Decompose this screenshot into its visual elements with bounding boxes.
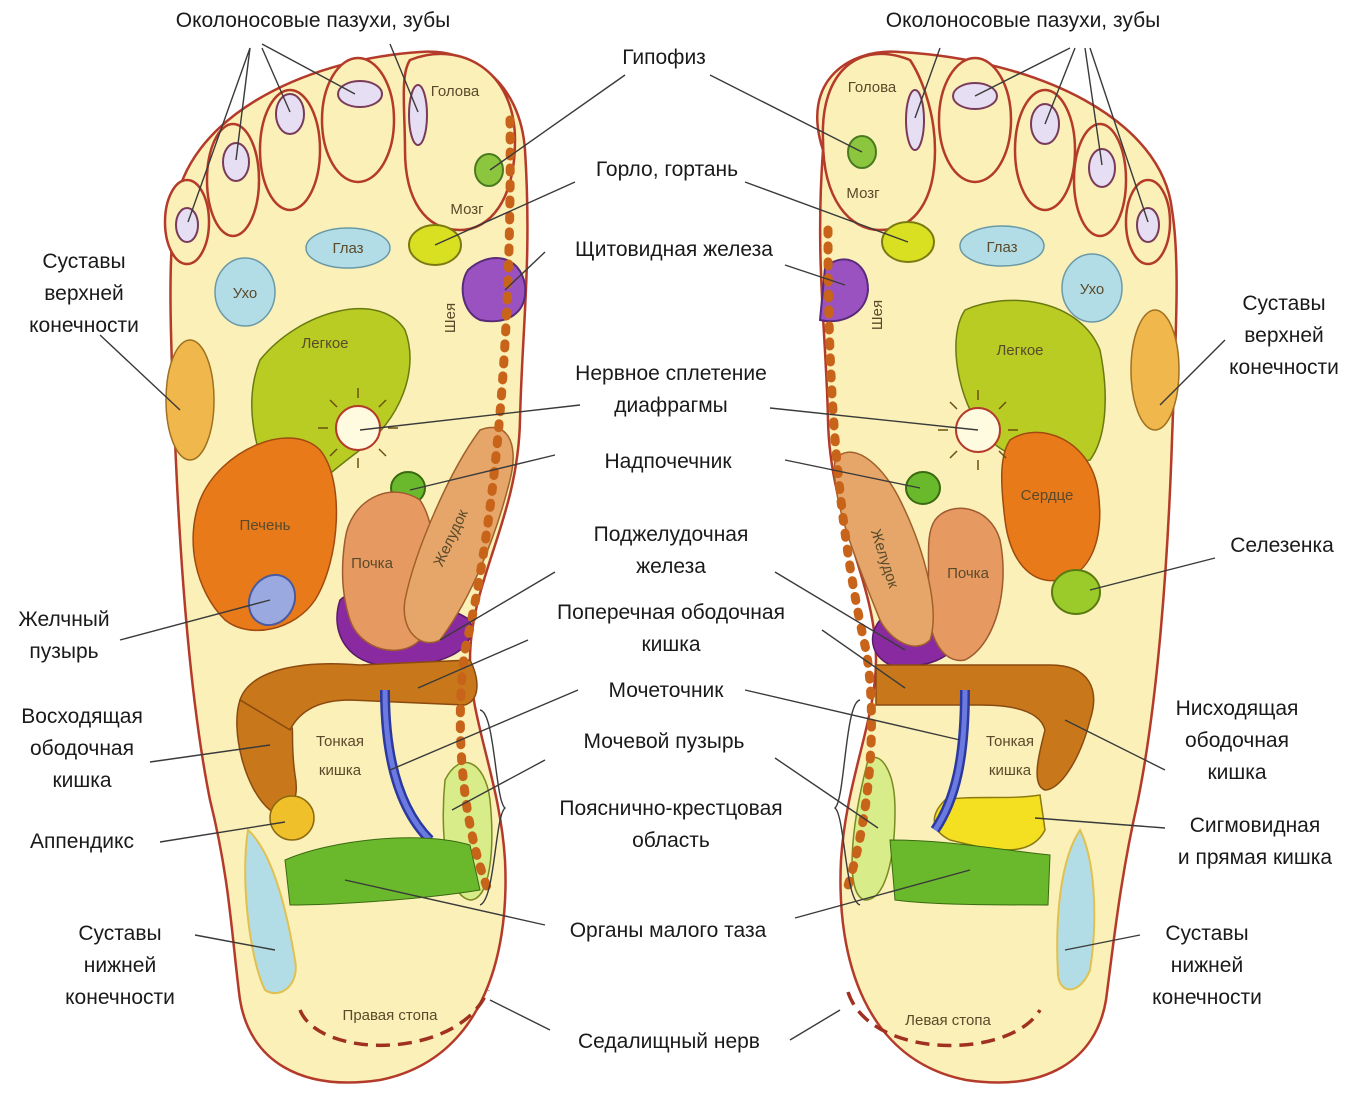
right-organ-brain: Мозг (450, 201, 484, 218)
left-organ-head: Голова (848, 79, 897, 96)
label-pelvic-organs: Органы малого таза (570, 919, 767, 942)
left-sinus-5 (1137, 208, 1159, 242)
left-organ-neck: Шея (869, 300, 886, 330)
right-foot: Голова Мозг Глаз Ухо Шея Легкое Печень П… (165, 52, 527, 1083)
label-pancreas-line2: железа (636, 555, 706, 578)
left-foot-caption: Левая стопа (905, 1012, 991, 1029)
label-transverse-line2: кишка (641, 633, 700, 656)
left-organ-lung: Легкое (996, 342, 1043, 359)
left-organ-brain: Мозг (846, 185, 880, 202)
label-throat: Горло, гортань (596, 158, 738, 181)
label-sinuses-left: Околоносовые пазухи, зубы (886, 9, 1160, 32)
left-organ-ear: Ухо (1080, 281, 1105, 298)
left-sinus-4 (1089, 149, 1115, 187)
label-adrenal: Надпочечник (604, 450, 732, 473)
left-organ-small-intestine-2: кишка (989, 762, 1032, 779)
label-thyroid: Щитовидная железа (575, 238, 773, 261)
left-organ-heart: Сердце (1021, 487, 1074, 504)
label-ureter: Мочеточник (609, 679, 725, 702)
label-descending-line3: кишка (1207, 761, 1266, 784)
left-spleen (1052, 570, 1100, 614)
right-thyroid (463, 258, 526, 321)
right-organ-neck: Шея (442, 303, 459, 333)
right-organ-lung: Легкое (301, 335, 348, 352)
label-lower-joints-right-line3: конечности (65, 986, 175, 1009)
right-sinus-1 (409, 85, 427, 145)
right-organ-eye: Глаз (332, 240, 363, 257)
label-upper-joints-right-line1: Суставы (42, 250, 125, 273)
left-organ-eye: Глаз (986, 239, 1017, 256)
label-sigmoid-line1: Сигмовидная (1190, 814, 1320, 837)
label-sciatic-nerve: Седалищный нерв (578, 1030, 760, 1053)
right-pituitary (475, 154, 503, 186)
label-upper-joints-left-line2: верхней (1244, 324, 1324, 347)
label-sinuses-right: Околоносовые пазухи, зубы (176, 9, 450, 32)
right-sinus-3 (276, 94, 304, 134)
label-upper-joints-left-line3: конечности (1229, 356, 1339, 379)
right-organ-small-intestine-1: Тонкая (316, 733, 364, 750)
label-pancreas-line1: Поджелудочная (594, 523, 749, 546)
label-ascending-line2: ободочная (30, 737, 134, 760)
left-organ-small-intestine-1: Тонкая (986, 733, 1034, 750)
right-upper-joints (166, 340, 214, 460)
label-gall-bladder-line2: пузырь (29, 640, 98, 663)
label-lumbar-line2: область (632, 829, 710, 852)
label-solar-plexus-line1: Нервное сплетение (575, 362, 767, 385)
right-toe-2 (322, 58, 394, 182)
label-descending-line2: ободочная (1185, 729, 1289, 752)
right-foot-caption: Правая стопа (343, 1007, 439, 1024)
label-ascending-line1: Восходящая (21, 705, 143, 728)
label-lower-joints-left-line2: нижней (1171, 954, 1243, 977)
label-lower-joints-right-line2: нижней (84, 954, 156, 977)
label-pituitary: Гипофиз (622, 46, 706, 69)
left-upper-joints (1131, 310, 1179, 430)
label-gall-bladder-line1: Желчный (18, 608, 109, 631)
label-descending-line1: Нисходящая (1176, 697, 1299, 720)
right-sinus-2 (338, 81, 382, 107)
label-lumbar-line1: Пояснично-крестцовая (559, 797, 782, 820)
left-organ-kidney: Почка (947, 565, 990, 582)
label-ascending-line3: кишка (52, 769, 111, 792)
right-sinus-4 (223, 143, 249, 181)
left-foot: Голова Мозг Глаз Ухо Шея Легкое Сердце П… (817, 52, 1179, 1083)
label-appendix: Аппендикс (30, 830, 134, 853)
right-sinus-5 (176, 208, 198, 242)
label-upper-joints-right-line2: верхней (44, 282, 124, 305)
right-organ-liver: Печень (240, 517, 291, 534)
right-organ-kidney: Почка (351, 555, 394, 572)
label-upper-joints-right-line3: конечности (29, 314, 139, 337)
left-adrenal (906, 472, 940, 504)
right-organ-head: Голова (431, 83, 480, 100)
label-transverse-line1: Поперечная ободочная (557, 601, 785, 624)
label-sigmoid-line2: и прямая кишка (1178, 846, 1332, 869)
label-upper-joints-left-line1: Суставы (1242, 292, 1325, 315)
label-solar-plexus-line2: диафрагмы (614, 394, 728, 417)
label-lower-joints-left-line1: Суставы (1165, 922, 1248, 945)
label-spleen: Селезенка (1230, 534, 1334, 557)
label-lower-joints-left-line3: конечности (1152, 986, 1262, 1009)
right-appendix (270, 796, 314, 840)
right-organ-small-intestine-2: кишка (319, 762, 362, 779)
label-bladder: Мочевой пузырь (584, 730, 745, 753)
label-lower-joints-right-line1: Суставы (78, 922, 161, 945)
left-toe-2 (939, 58, 1011, 182)
right-organ-ear: Ухо (233, 285, 258, 302)
